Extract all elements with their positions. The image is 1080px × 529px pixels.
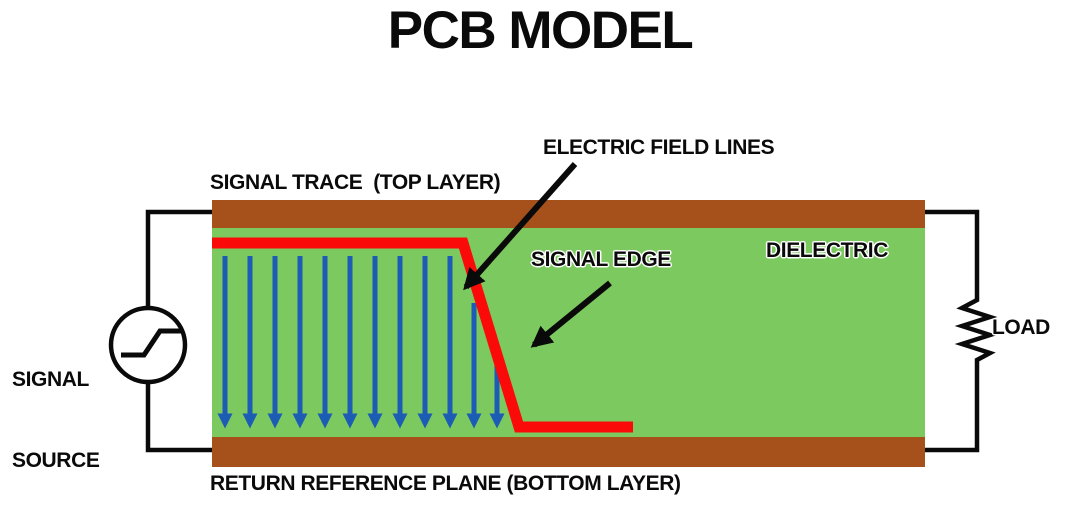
dielectric-region xyxy=(212,228,925,437)
source-wire-bottom xyxy=(145,382,212,453)
dielectric-label: DIELECTRIC xyxy=(766,239,889,262)
signal-source-circuit xyxy=(108,209,212,453)
return-plane-label: RETURN REFERENCE PLANE (BOTTOM LAYER) xyxy=(210,472,681,495)
electric-field-pointer-arrow xyxy=(463,162,578,291)
signal-edge-trace xyxy=(212,237,633,433)
load-label: LOAD xyxy=(992,316,1050,339)
signal-source-label-line1: SIGNAL xyxy=(12,368,89,391)
signal-source-label-line2: SOURCE xyxy=(12,449,100,472)
source-wire-top xyxy=(145,209,212,308)
pointer-arrows xyxy=(463,162,612,348)
signal-source-label: SIGNAL SOURCE xyxy=(12,312,100,528)
return-reference-plane-bottom-layer xyxy=(212,437,925,467)
pcb-cross-section xyxy=(212,200,925,467)
signal-trace-top-layer xyxy=(212,200,925,228)
step-waveform-icon xyxy=(121,328,182,358)
load-resistor-symbol xyxy=(925,209,998,453)
page-title: PCB MODEL xyxy=(387,1,694,60)
electric-field-lines-label: ELECTRIC FIELD LINES xyxy=(543,136,775,159)
electric-field-arrows xyxy=(217,256,505,429)
signal-edge-label: SIGNAL EDGE xyxy=(531,248,671,271)
signal-trace-label: SIGNAL TRACE (TOP LAYER) xyxy=(210,171,501,194)
signal-edge-pointer-arrow xyxy=(530,280,612,348)
